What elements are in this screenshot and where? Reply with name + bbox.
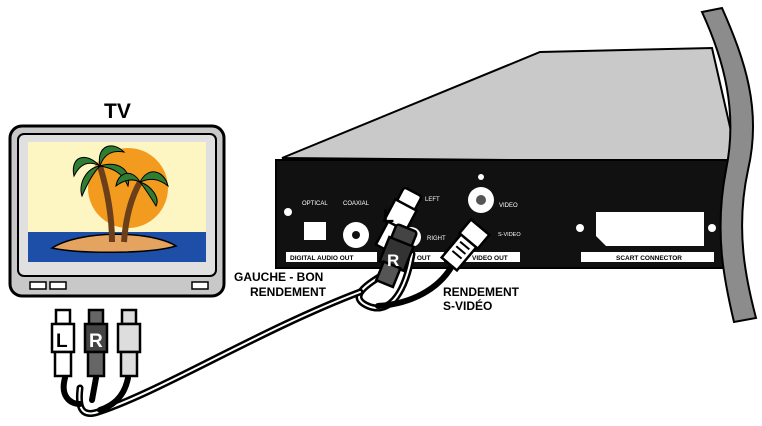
video-out-box — [460, 252, 520, 262]
tv-plug-l-label: L — [56, 331, 68, 352]
tv-plug-left — [50, 308, 76, 378]
video-port-core — [476, 195, 486, 205]
audio-out-label: O OUT — [410, 255, 431, 262]
tv-set: TV — [8, 100, 226, 298]
scart-connector — [596, 212, 704, 246]
screw-icon — [478, 174, 484, 180]
scart-connector-box — [581, 252, 714, 262]
tv-title: TV — [104, 100, 131, 123]
svideo-cable — [375, 263, 455, 309]
coaxial-label: COAXIAL — [343, 201, 370, 207]
tv-plugs: L R — [50, 308, 142, 378]
device-top-surface — [281, 46, 740, 164]
svideo-plug — [439, 217, 492, 273]
tv-cable-right — [97, 375, 131, 413]
screw-icon — [576, 224, 584, 232]
cables — [60, 250, 455, 417]
island — [50, 233, 178, 253]
tv-plug-right — [83, 308, 109, 378]
audio-callout-line1: GAUCHE - BON — [234, 270, 323, 284]
device-plug-l-label: L — [383, 206, 394, 226]
tv-control-button — [191, 281, 209, 290]
device-plug-r-label: R — [387, 251, 399, 270]
right-port-label: RIGHT — [427, 236, 446, 242]
audio-cable-loop-inner — [358, 253, 413, 309]
device-plugs: L R — [374, 186, 492, 289]
tv-plug-r-label: R — [89, 331, 103, 352]
digital-audio-out-label: DIGITAL AUDIO OUT — [290, 255, 353, 262]
screw-icon — [284, 208, 292, 216]
optical-port — [304, 222, 326, 240]
digital-audio-out-box — [286, 252, 377, 262]
screw-icon — [708, 224, 716, 232]
audio-cable-to-tv-inner — [78, 291, 361, 415]
palm-tree-icon — [72, 145, 169, 243]
audio-right-plug — [374, 223, 418, 289]
tv-cable-left — [60, 375, 83, 407]
tv-control-button — [29, 281, 47, 290]
left-port-label: LEFT — [425, 197, 440, 203]
tv-cable-mid — [89, 375, 99, 403]
device-cut-edge — [700, 6, 758, 324]
tv-control-button — [49, 281, 67, 290]
video-callout-line2: S-VIDÉO — [443, 298, 492, 313]
svideo-port-label: S-VIDEO — [498, 232, 521, 238]
dvd-player: OPTICAL COAXIAL LEFT RIGHT VIDEO S-VIDEO… — [275, 6, 758, 324]
tv-plug-video — [116, 308, 142, 378]
scart-connector-label: SCART CONNECTOR — [616, 255, 682, 262]
audio-callout-line2: RENDEMENT — [250, 285, 327, 299]
video-callout-line1: RENDEMENT — [443, 285, 520, 299]
video-port-label: VIDEO — [499, 203, 518, 209]
optical-label: OPTICAL — [302, 201, 328, 207]
coaxial-port-core — [352, 231, 360, 239]
video-out-label: VIDEO OUT — [472, 255, 508, 262]
